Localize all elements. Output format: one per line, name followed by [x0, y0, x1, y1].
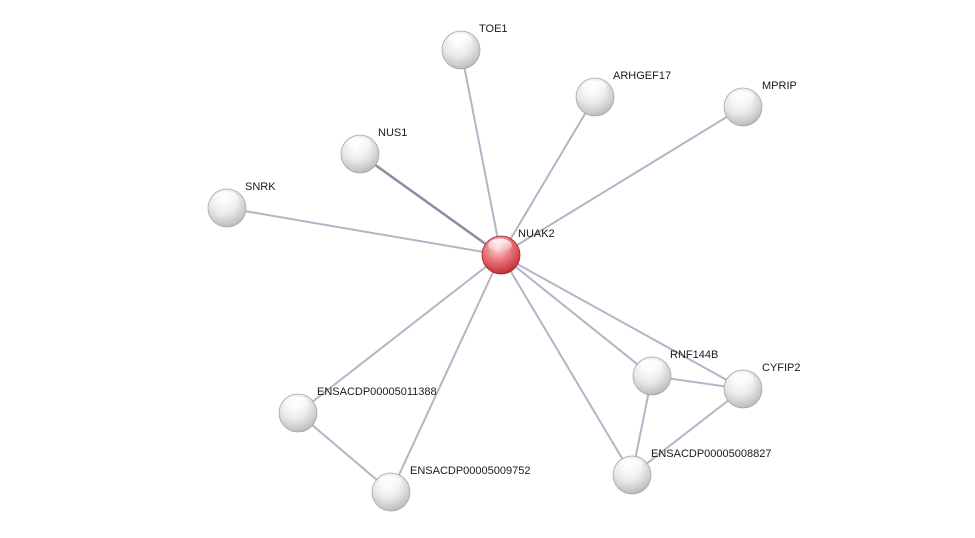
node-highlight — [347, 137, 371, 152]
node-highlight — [639, 359, 663, 374]
node-nus1[interactable]: NUS1 — [340, 127, 407, 174]
edge-nuak2-toe1 — [460, 49, 502, 256]
node-ensacdp00005008827[interactable]: ENSACDP00005008827 — [612, 448, 771, 495]
node-label: CYFIP2 — [762, 362, 801, 374]
node-highlight — [285, 396, 309, 411]
node-label: ENSACDP00005011388 — [317, 386, 437, 398]
node-label: MPRIP — [762, 80, 797, 92]
node-arhgef17[interactable]: ARHGEF17 — [575, 70, 671, 117]
node-label: ENSACDP00005009752 — [410, 465, 530, 477]
node-highlight — [214, 191, 238, 206]
node-cyfip2[interactable]: CYFIP2 — [723, 362, 801, 409]
node-label: ENSACDP00005008827 — [651, 448, 771, 460]
node-ensacdp00005011388[interactable]: ENSACDP00005011388 — [278, 386, 437, 433]
node-mprip[interactable]: MPRIP — [723, 80, 797, 127]
node-highlight — [378, 475, 402, 490]
edge-nuak2-mprip — [500, 106, 744, 256]
node-label: RNF144B — [670, 349, 718, 361]
node-highlight — [488, 238, 512, 253]
node-snrk[interactable]: SNRK — [207, 181, 276, 228]
edge-cyfip2-ensacdp00005008827 — [631, 388, 744, 476]
node-highlight — [730, 90, 754, 105]
edge-nuak2-ensacdp00005008827 — [500, 254, 633, 476]
edge-nuak2-nus1 — [358, 152, 503, 257]
node-label: TOE1 — [479, 23, 508, 35]
node-highlight — [730, 372, 754, 387]
node-label: NUAK2 — [518, 228, 555, 240]
node-highlight — [448, 33, 472, 48]
node-toe1[interactable]: TOE1 — [441, 23, 508, 70]
edge-nuak2-snrk — [226, 207, 502, 256]
edge-nuak2-arhgef17 — [500, 96, 596, 256]
edge-nuak2-cyfip2 — [500, 254, 744, 390]
node-highlight — [582, 80, 606, 95]
node-highlight — [619, 458, 643, 473]
edge-nuak2-ensacdp00005009752 — [390, 254, 502, 493]
node-ensacdp00005009752[interactable]: ENSACDP00005009752 — [371, 465, 530, 512]
node-label: ARHGEF17 — [613, 70, 671, 82]
node-rnf144b[interactable]: RNF144B — [632, 349, 718, 396]
edge-nuak2-ensacdp00005011388 — [297, 254, 502, 414]
edge-ensacdp00005011388-ensacdp00005009752 — [297, 412, 392, 493]
node-nuak2[interactable]: NUAK2 — [481, 228, 555, 275]
node-label: NUS1 — [378, 127, 407, 139]
edge-nuak2-rnf144b — [500, 254, 653, 377]
node-label: SNRK — [245, 181, 276, 193]
